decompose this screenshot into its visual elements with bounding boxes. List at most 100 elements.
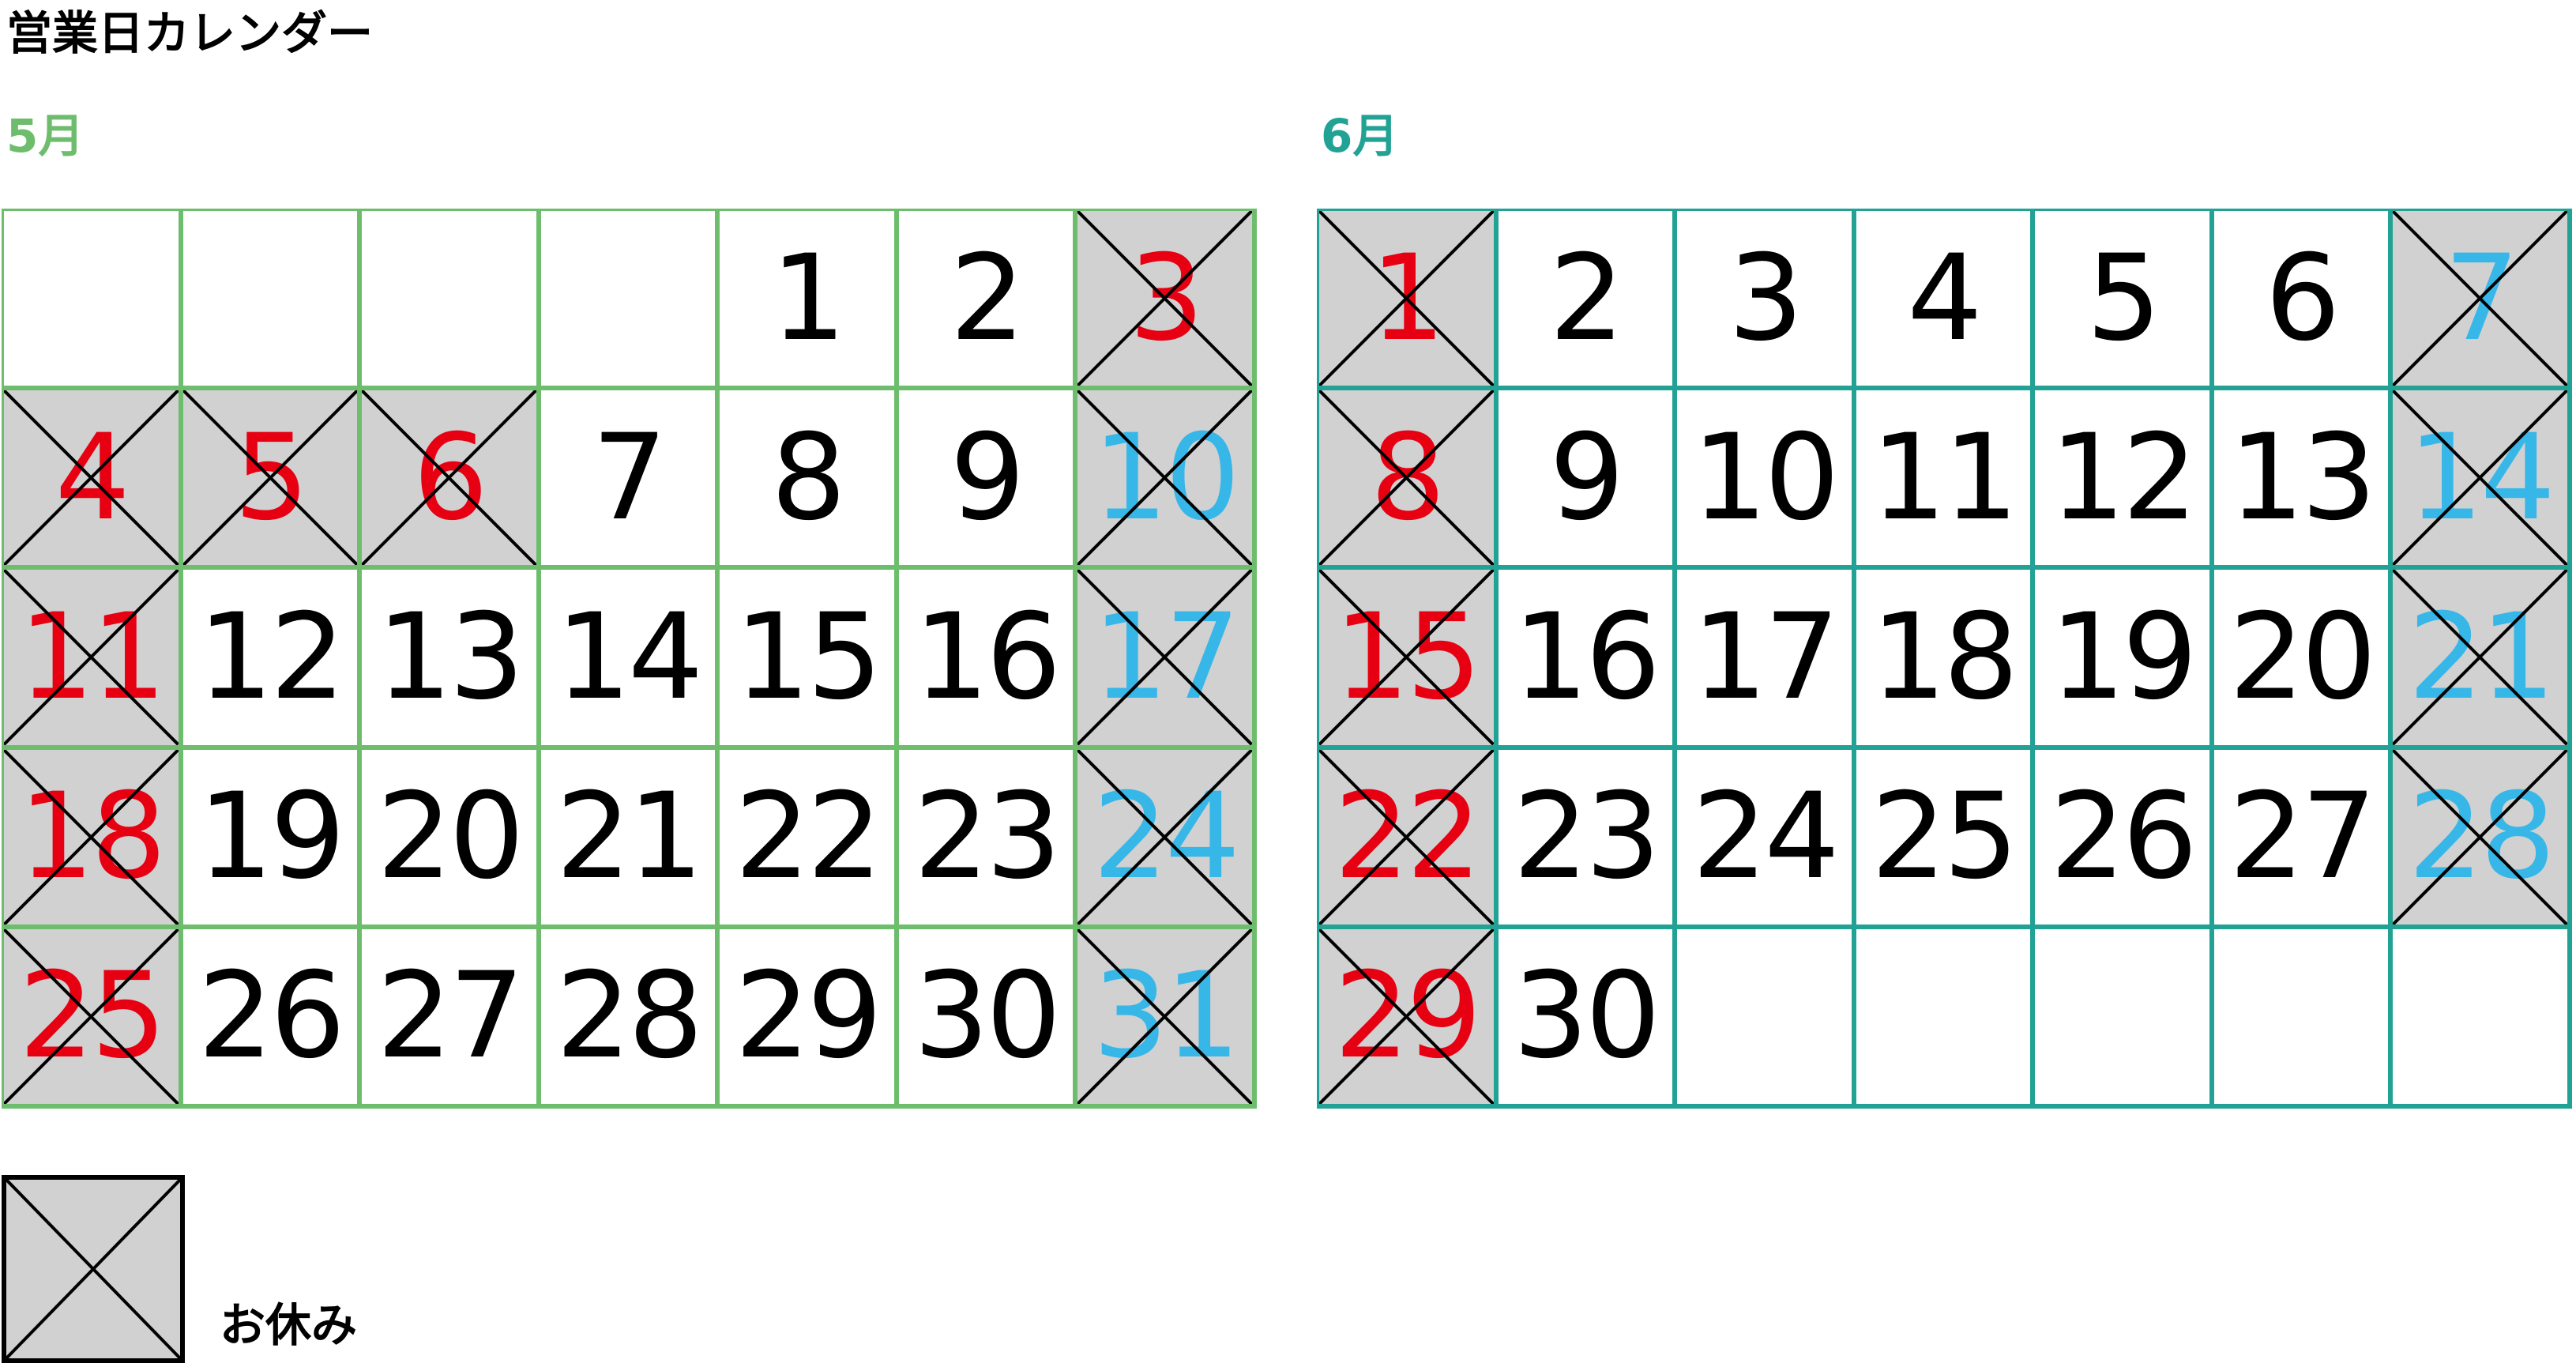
- day-number: 27: [376, 947, 525, 1086]
- day-cell-may-24: 24: [1077, 749, 1257, 929]
- day-number: 14: [555, 588, 704, 726]
- day-cell-may-5: 5: [182, 390, 363, 571]
- day-cell-may-31: 31: [1077, 928, 1257, 1109]
- day-cell-jun-1: 1: [1319, 211, 1499, 391]
- day-number: 7: [2443, 229, 2519, 367]
- day-cell-jun-29: 29: [1319, 928, 1499, 1109]
- day-number: 19: [2050, 588, 2198, 726]
- day-cell-may-30: 30: [898, 928, 1078, 1109]
- day-cell-may-27: 27: [362, 928, 541, 1109]
- day-number: 24: [1691, 768, 1840, 906]
- day-number: 1: [770, 229, 846, 367]
- day-number: 28: [2408, 768, 2555, 906]
- day-cell-jun-21: 21: [2393, 570, 2572, 750]
- day-number: 17: [1691, 588, 1840, 726]
- day-number: 5: [234, 409, 309, 547]
- empty-day-cell: [1677, 928, 1856, 1109]
- day-cell-may-16: 16: [898, 570, 1078, 750]
- day-number: 15: [1333, 588, 1482, 726]
- day-cell-may-7: 7: [540, 390, 720, 571]
- day-cell-jun-4: 4: [1856, 211, 2036, 391]
- day-number: 11: [1871, 409, 2019, 547]
- day-cell-jun-5: 5: [2035, 211, 2214, 391]
- day-cell-may-18: 18: [4, 749, 183, 929]
- day-cell-may-17: 17: [1077, 570, 1257, 750]
- day-number: 16: [1513, 588, 1660, 726]
- day-number: 9: [950, 409, 1025, 547]
- day-cell-may-3: 3: [1077, 211, 1257, 391]
- day-cell-jun-16: 16: [1498, 570, 1678, 750]
- day-number: 3: [1128, 229, 1204, 367]
- day-cell-jun-18: 18: [1856, 570, 2036, 750]
- empty-day-cell: [2393, 928, 2572, 1109]
- day-cell-jun-2: 2: [1498, 211, 1678, 391]
- day-cell-may-10: 10: [1077, 390, 1257, 571]
- day-number: 19: [197, 768, 345, 906]
- day-number: 24: [1092, 768, 1240, 906]
- day-number: 14: [2408, 409, 2555, 547]
- day-cell-may-15: 15: [720, 570, 899, 750]
- day-cell-may-12: 12: [182, 570, 363, 750]
- day-number: 2: [950, 229, 1025, 367]
- month-label-june: 6月: [1321, 109, 1399, 163]
- day-cell-jun-26: 26: [2035, 749, 2214, 929]
- day-number: 29: [1333, 947, 1482, 1086]
- day-cell-may-22: 22: [720, 749, 899, 929]
- day-cell-jun-25: 25: [1856, 749, 2036, 929]
- day-cell-may-9: 9: [898, 390, 1078, 571]
- day-number: 13: [2228, 409, 2377, 547]
- day-number: 6: [412, 409, 488, 547]
- day-number: 27: [2228, 768, 2377, 906]
- day-number: 12: [197, 588, 345, 726]
- day-cell-jun-24: 24: [1677, 749, 1856, 929]
- day-number: 16: [913, 588, 1062, 726]
- day-number: 30: [913, 947, 1062, 1086]
- day-number: 18: [18, 768, 167, 906]
- day-number: 30: [1513, 947, 1660, 1086]
- day-cell-may-6: 6: [362, 390, 541, 571]
- day-cell-may-29: 29: [720, 928, 899, 1109]
- day-cell-may-2: 2: [898, 211, 1078, 391]
- day-cell-may-23: 23: [898, 749, 1078, 929]
- day-cell-may-11: 11: [4, 570, 183, 750]
- day-cell-may-25: 25: [4, 928, 183, 1109]
- day-cell-jun-3: 3: [1677, 211, 1856, 391]
- day-cell-may-4: 4: [4, 390, 183, 571]
- day-number: 17: [1092, 588, 1240, 726]
- empty-day-cell: [1856, 928, 2036, 1109]
- day-number: 26: [2050, 768, 2198, 906]
- day-number: 11: [18, 588, 167, 726]
- day-number: 3: [1728, 229, 1803, 367]
- day-cell-may-20: 20: [362, 749, 541, 929]
- day-cell-jun-7: 7: [2393, 211, 2572, 391]
- day-cell-jun-17: 17: [1677, 570, 1856, 750]
- holiday-cross-icon: [6, 1180, 180, 1358]
- day-cell-jun-14: 14: [2393, 390, 2572, 571]
- legend-holiday-label: お休み: [220, 1298, 358, 1352]
- day-number: 20: [2228, 588, 2377, 726]
- day-number: 21: [2408, 588, 2555, 726]
- day-cell-jun-10: 10: [1677, 390, 1856, 571]
- day-number: 12: [2050, 409, 2198, 547]
- day-number: 8: [1370, 409, 1446, 547]
- day-number: 13: [376, 588, 525, 726]
- empty-day-cell: [182, 211, 363, 391]
- day-cell-jun-15: 15: [1319, 570, 1499, 750]
- empty-day-cell: [2035, 928, 2214, 1109]
- day-cell-jun-30: 30: [1498, 928, 1678, 1109]
- day-number: 25: [18, 947, 167, 1086]
- day-cell-jun-23: 23: [1498, 749, 1678, 929]
- day-number: 29: [735, 947, 882, 1086]
- day-cell-jun-28: 28: [2393, 749, 2572, 929]
- day-number: 23: [1513, 768, 1660, 906]
- day-number: 10: [1092, 409, 1240, 547]
- day-cell-may-28: 28: [540, 928, 720, 1109]
- legend-holiday-swatch: [2, 1175, 185, 1363]
- day-number: 9: [1549, 409, 1624, 547]
- day-cell-may-13: 13: [362, 570, 541, 750]
- day-cell-may-19: 19: [182, 749, 363, 929]
- day-cell-may-21: 21: [540, 749, 720, 929]
- day-number: 5: [2085, 229, 2161, 367]
